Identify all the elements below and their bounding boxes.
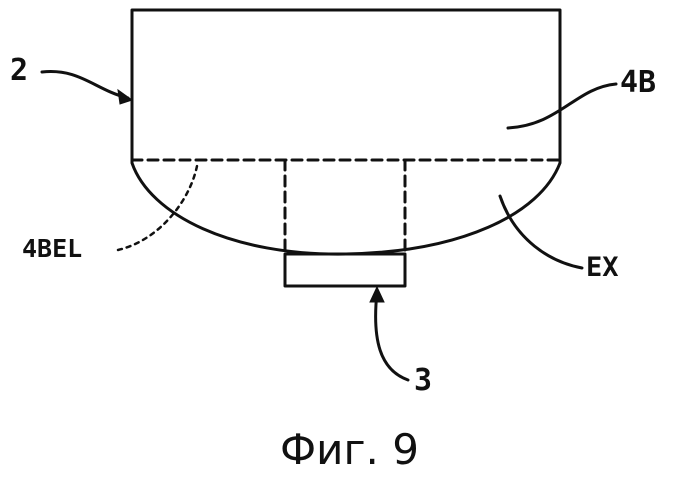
leader-3	[376, 292, 408, 380]
leader-2	[42, 72, 128, 98]
label-3: 3	[414, 366, 432, 396]
arrow-3-head	[370, 287, 384, 302]
leader-4bel	[118, 166, 197, 250]
arrow-2-head	[118, 90, 132, 104]
connector-dashed-outline	[285, 160, 405, 254]
figure-caption: Фиг. 9	[0, 425, 699, 474]
leader-4b	[508, 84, 616, 128]
body-outline	[132, 10, 560, 254]
label-4b: 4B	[620, 68, 656, 98]
label-2: 2	[10, 56, 28, 86]
label-ex: EX	[586, 254, 619, 281]
leader-ex	[500, 196, 582, 268]
label-4bel: 4BEL	[22, 236, 82, 261]
connector-block	[285, 254, 405, 286]
